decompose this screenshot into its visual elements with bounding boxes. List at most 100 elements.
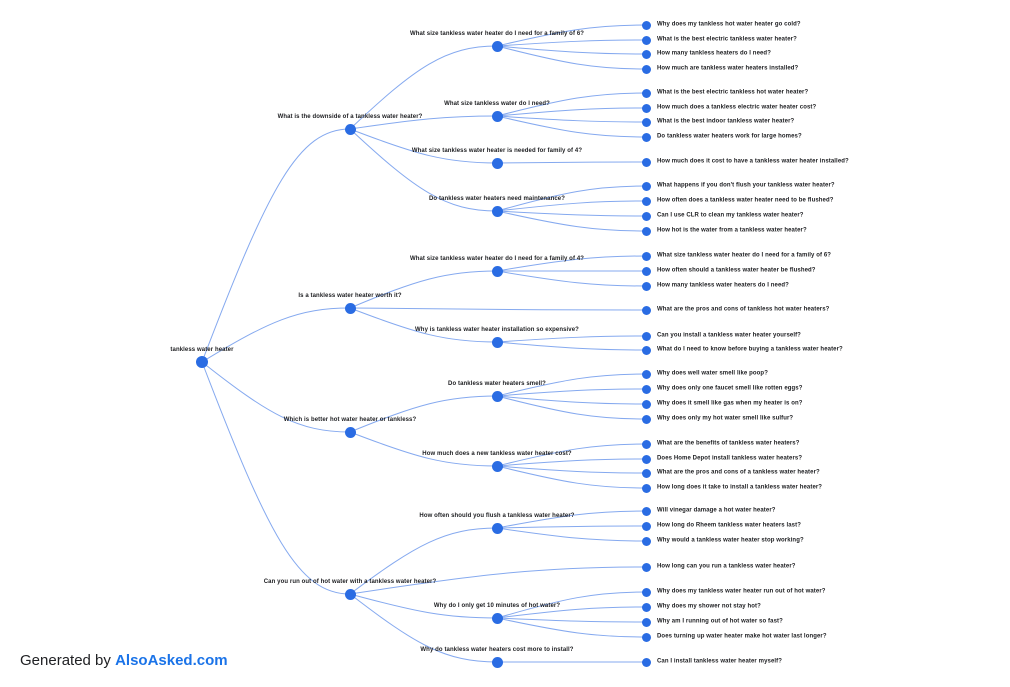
leaf-node-dot[interactable]: [641, 88, 651, 98]
leaf-node-dot[interactable]: [641, 181, 651, 191]
leaf-node-label[interactable]: Will vinegar damage a hot water heater?: [657, 507, 776, 514]
leaf-node-label[interactable]: How long can you run a tankless water he…: [657, 563, 796, 570]
branch-node-label[interactable]: What size tankless water do I need?: [444, 101, 550, 107]
branch-node-label[interactable]: How often should you flush a tankless wa…: [419, 513, 575, 519]
branch-node-label[interactable]: Is a tankless water heater worth it?: [298, 293, 402, 299]
leaf-node-dot[interactable]: [641, 602, 651, 612]
leaf-node-label[interactable]: What are the benefits of tankless water …: [657, 440, 800, 447]
leaf-node-label[interactable]: How often should a tankless water heater…: [657, 267, 816, 274]
branch-node-dot[interactable]: [491, 205, 503, 217]
leaf-node-label[interactable]: How much does a tankless electric water …: [657, 104, 817, 111]
leaf-node-dot[interactable]: [641, 562, 651, 572]
leaf-node-label[interactable]: Does turning up water heater make hot wa…: [657, 633, 827, 640]
leaf-node-label[interactable]: How often does a tankless water heater n…: [657, 197, 834, 204]
branch-node-label[interactable]: Can you run out of hot water with a tank…: [263, 579, 437, 585]
leaf-node-dot[interactable]: [641, 103, 651, 113]
leaf-node-dot[interactable]: [641, 632, 651, 642]
leaf-node-label[interactable]: What do I need to know before buying a t…: [657, 346, 843, 353]
branch-node-dot[interactable]: [491, 336, 503, 348]
leaf-node-label[interactable]: Can you install a tankless water heater …: [657, 332, 801, 339]
branch-node-dot[interactable]: [491, 110, 503, 122]
leaf-node-dot[interactable]: [641, 657, 651, 667]
leaf-node-label[interactable]: How many tankless water heaters do I nee…: [657, 282, 789, 289]
alsoasked-brand-link[interactable]: AlsoAsked.com: [115, 652, 228, 669]
leaf-node-label[interactable]: Why does my shower not stay hot?: [657, 603, 761, 610]
leaf-node-dot[interactable]: [641, 521, 651, 531]
branch-node-dot[interactable]: [491, 40, 503, 52]
leaf-node-dot[interactable]: [641, 132, 651, 142]
leaf-node-label[interactable]: How long does it take to install a tankl…: [657, 484, 823, 491]
branch-node-dot[interactable]: [344, 588, 356, 600]
leaf-node-dot[interactable]: [641, 305, 651, 315]
leaf-node-label[interactable]: Why does it smell like gas when my heate…: [657, 400, 803, 407]
leaf-node-label[interactable]: Do tankless water heaters work for large…: [657, 133, 802, 140]
leaf-node-dot[interactable]: [641, 536, 651, 546]
leaf-node-dot[interactable]: [641, 49, 651, 59]
leaf-node-dot[interactable]: [641, 384, 651, 394]
branch-node-dot[interactable]: [491, 157, 503, 169]
leaf-node-dot[interactable]: [641, 369, 651, 379]
branch-node-dot[interactable]: [344, 302, 356, 314]
leaf-node-dot[interactable]: [641, 157, 651, 167]
leaf-node-label[interactable]: What is the best electric tankless water…: [657, 36, 797, 43]
leaf-node-dot[interactable]: [641, 414, 651, 424]
branch-node-label[interactable]: How much does a new tankless water heate…: [422, 451, 572, 457]
leaf-node-label[interactable]: How many tankless heaters do I need?: [657, 50, 771, 57]
leaf-node-label[interactable]: How much does it cost to have a tankless…: [657, 158, 849, 165]
leaf-node-label[interactable]: What are the pros and cons of tankless h…: [657, 306, 830, 313]
leaf-node-label[interactable]: Why does only my hot water smell like su…: [657, 415, 794, 422]
leaf-node-dot[interactable]: [641, 617, 651, 627]
leaf-node-dot[interactable]: [641, 211, 651, 221]
leaf-node-dot[interactable]: [641, 117, 651, 127]
branch-node-label[interactable]: What size tankless water heater do I nee…: [409, 31, 585, 37]
leaf-node-dot[interactable]: [641, 399, 651, 409]
leaf-node-dot[interactable]: [641, 506, 651, 516]
leaf-node-dot[interactable]: [641, 251, 651, 261]
branch-node-dot[interactable]: [491, 656, 503, 668]
leaf-node-label[interactable]: What size tankless water heater do I nee…: [657, 252, 832, 259]
leaf-node-label[interactable]: Why does my tankless hot water heater go…: [657, 21, 801, 28]
leaf-node-label[interactable]: What is the best electric tankless hot w…: [657, 89, 809, 96]
leaf-node-dot[interactable]: [641, 20, 651, 30]
leaf-node-dot[interactable]: [641, 468, 651, 478]
leaf-node-label[interactable]: Why does only one faucet smell like rott…: [657, 385, 803, 392]
branch-node-label[interactable]: Why do I only get 10 minutes of hot wate…: [433, 603, 561, 609]
leaf-node-dot[interactable]: [641, 35, 651, 45]
leaf-node-label[interactable]: Why am I running out of hot water so fas…: [657, 618, 783, 625]
branch-node-label[interactable]: What size tankless water heater is neede…: [411, 148, 583, 154]
leaf-node-label[interactable]: What is the best indoor tankless water h…: [657, 118, 795, 125]
leaf-node-dot[interactable]: [641, 439, 651, 449]
leaf-node-label[interactable]: How hot is the water from a tankless wat…: [657, 227, 807, 234]
branch-node-dot[interactable]: [491, 390, 503, 402]
branch-node-dot[interactable]: [491, 522, 503, 534]
leaf-node-label[interactable]: How much are tankless water heaters inst…: [657, 65, 799, 72]
root-node-dot[interactable]: [196, 356, 208, 368]
branch-node-label[interactable]: Which is better hot water heater or tank…: [283, 417, 417, 423]
leaf-node-dot[interactable]: [641, 331, 651, 341]
leaf-node-label[interactable]: What are the pros and cons of a tankless…: [657, 469, 820, 476]
branch-node-label[interactable]: Why do tankless water heaters cost more …: [420, 647, 574, 653]
leaf-node-label[interactable]: Can I use CLR to clean my tankless water…: [657, 212, 804, 219]
branch-node-label[interactable]: Do tankless water heaters smell?: [448, 381, 546, 387]
leaf-node-label[interactable]: Does Home Depot install tankless water h…: [657, 455, 803, 462]
branch-node-dot[interactable]: [344, 426, 356, 438]
branch-node-label[interactable]: What is the downside of a tankless water…: [277, 114, 423, 120]
leaf-node-dot[interactable]: [641, 226, 651, 236]
leaf-node-dot[interactable]: [641, 196, 651, 206]
leaf-node-dot[interactable]: [641, 345, 651, 355]
branch-node-label[interactable]: What size tankless water heater do I nee…: [409, 256, 585, 262]
root-node-label[interactable]: tankless water heater: [170, 347, 234, 353]
branch-node-label[interactable]: Do tankless water heaters need maintenan…: [428, 196, 565, 202]
leaf-node-label[interactable]: Why does well water smell like poop?: [657, 370, 768, 377]
leaf-node-dot[interactable]: [641, 281, 651, 291]
leaf-node-dot[interactable]: [641, 454, 651, 464]
leaf-node-dot[interactable]: [641, 64, 651, 74]
branch-node-dot[interactable]: [491, 265, 503, 277]
leaf-node-label[interactable]: Can I install tankless water heater myse…: [657, 658, 783, 665]
leaf-node-label[interactable]: Why does my tankless water heater run ou…: [657, 588, 826, 595]
branch-node-label[interactable]: Why is tankless water heater installatio…: [415, 327, 579, 333]
leaf-node-label[interactable]: What happens if you don't flush your tan…: [657, 182, 835, 189]
branch-node-dot[interactable]: [491, 612, 503, 624]
branch-node-dot[interactable]: [344, 123, 356, 135]
leaf-node-label[interactable]: How long do Rheem tankless water heaters…: [657, 522, 801, 529]
